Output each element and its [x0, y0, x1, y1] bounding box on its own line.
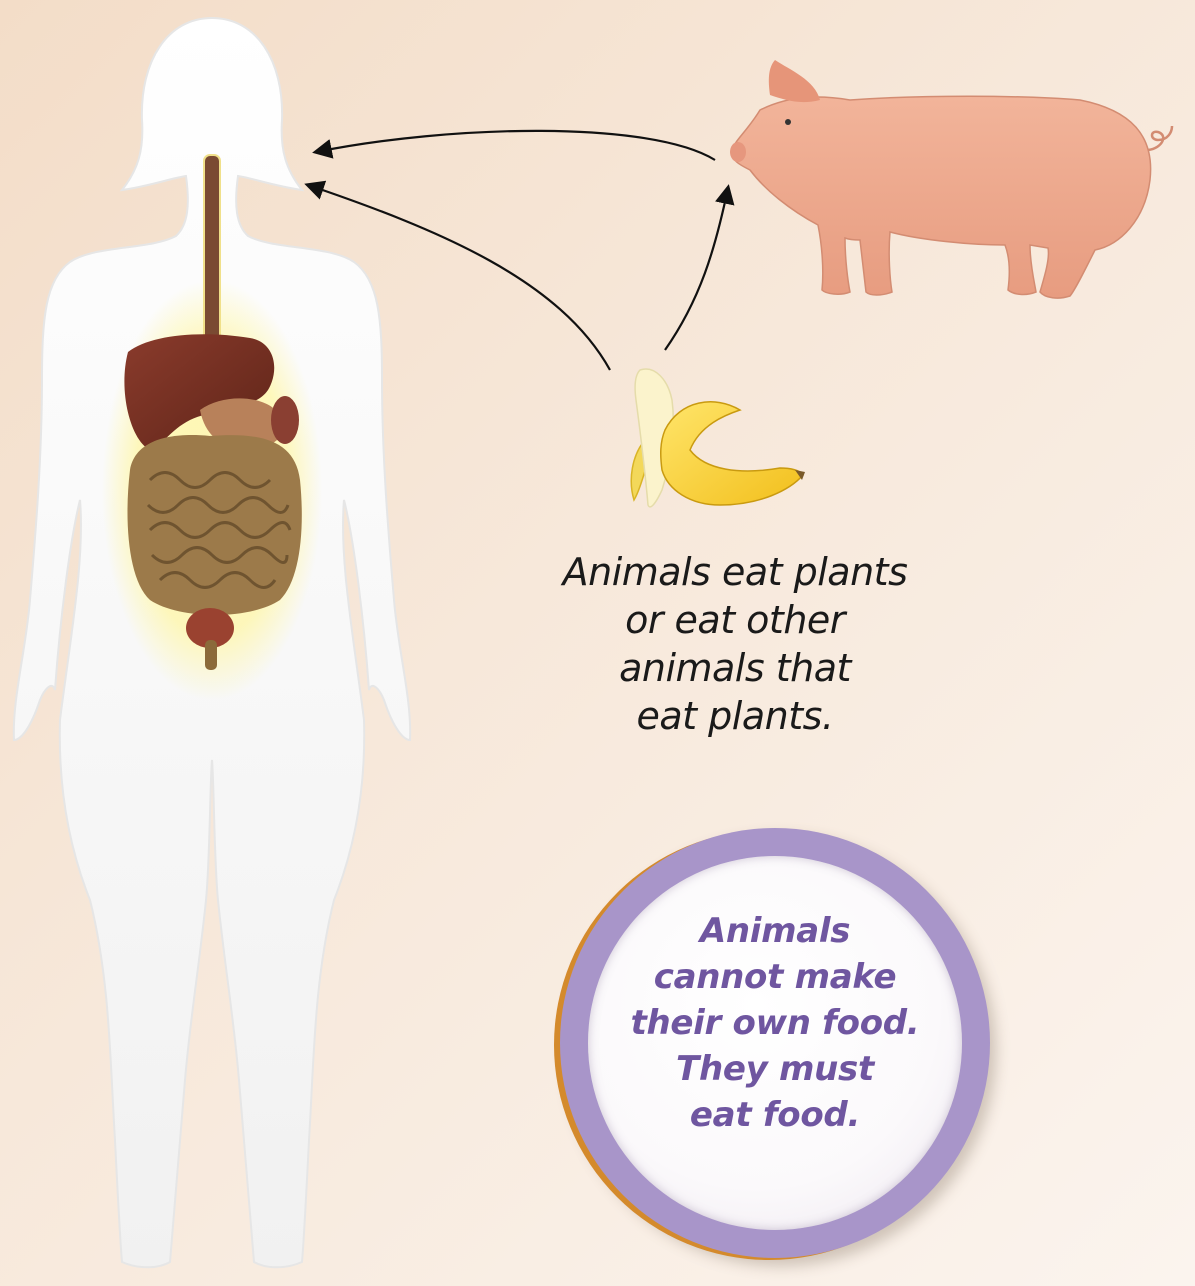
banana-peel-right — [661, 402, 803, 505]
info-badge: Animals cannot make their own food. They… — [560, 828, 990, 1258]
banana-figure — [631, 369, 805, 507]
badge-text: Animals cannot make their own food. They… — [560, 908, 990, 1138]
pig-body — [732, 96, 1151, 298]
rectum — [205, 640, 217, 670]
caption-line: or eat other — [520, 596, 950, 644]
pig-figure — [730, 60, 1172, 298]
badge-line: Animals — [560, 908, 990, 954]
arrow-pig-to-human — [316, 131, 715, 160]
esophagus — [204, 155, 220, 350]
caption: Animals eat plants or eat other animals … — [520, 548, 950, 740]
human-figure — [14, 18, 410, 1267]
pig-ear — [769, 60, 820, 102]
caption-line: Animals eat plants — [520, 548, 950, 596]
caption-line: eat plants. — [520, 692, 950, 740]
badge-line: They must — [560, 1046, 990, 1092]
spleen — [271, 396, 299, 444]
caption-line: animals that — [520, 644, 950, 692]
arrow-banana-to-pig — [665, 188, 728, 350]
badge-line: eat food. — [560, 1092, 990, 1138]
pig-snout — [730, 142, 746, 162]
badge-line: cannot make — [560, 954, 990, 1000]
badge-line: their own food. — [560, 1000, 990, 1046]
pig-tail — [1148, 126, 1172, 150]
pig-eye — [785, 119, 791, 125]
